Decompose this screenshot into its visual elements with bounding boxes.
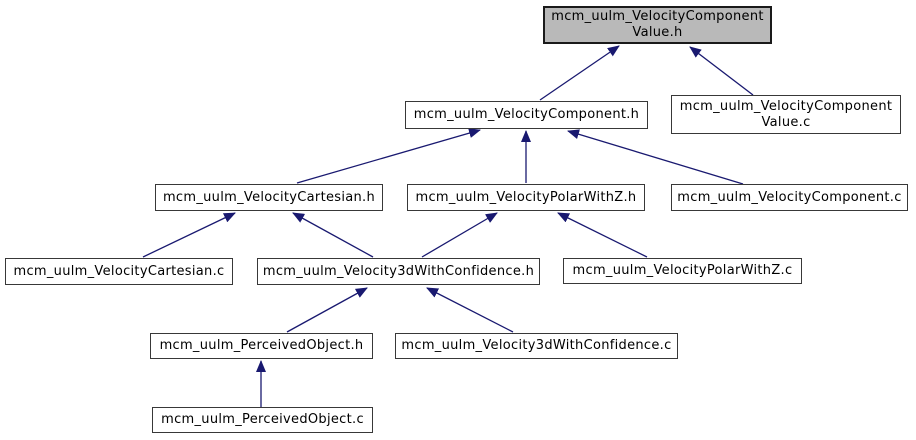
node-label-line: mcm_uulm_Velocity3dWithConfidence.c <box>401 338 672 353</box>
edge-velocitycartesian-h-to-velocitycomponent-h <box>296 128 481 184</box>
node-mcm-uulm-velocitycomponent-c[interactable]: mcm_uulm_VelocityComponent.c <box>671 184 908 211</box>
node-label-line: mcm_uulm_PerceivedObject.h <box>159 338 364 353</box>
edge-velocity3dwithconfidence-c-to-velocity3dwithconfidence-h <box>426 287 514 333</box>
node-label-line: mcm_uulm_VelocityPolarWithZ.c <box>572 263 793 278</box>
node-label-line: Value.h <box>632 25 683 40</box>
edge-velocity3dwithconfidence-h-to-velocitycartesian-h <box>292 212 374 258</box>
node-label-line: mcm_uulm_VelocityCartesian.c <box>13 263 225 279</box>
node-mcm-uulm-perceivedobject-h[interactable]: mcm_uulm_PerceivedObject.h <box>150 333 373 359</box>
edge-perceivedobject-h-to-velocity3dwithconfidence-h <box>286 287 368 333</box>
node-mcm-uulm-velocitycartesian-c[interactable]: mcm_uulm_VelocityCartesian.c <box>5 258 233 285</box>
node-label-line: mcm_uulm_VelocityComponent <box>551 9 764 24</box>
node-mcm-uulm-velocitycomponentvalue-c[interactable]: mcm_uulm_VelocityComponent Value.c <box>671 95 901 134</box>
edge-velocitycomponentvalue-c-to-velocitycomponentvalue-h <box>689 46 754 96</box>
edge-velocitycartesian-c-to-velocitycartesian-h <box>142 212 236 258</box>
node-mcm-uulm-velocitycomponentvalue-h: mcm_uulm_VelocityComponent Value.h <box>543 6 772 44</box>
edge-velocitycomponent-c-to-velocitycomponent-h <box>567 129 744 185</box>
node-mcm-uulm-velocity3dwithconfidence-h[interactable]: mcm_uulm_Velocity3dWithConfidence.h <box>257 258 540 285</box>
node-label-line: mcm_uulm_Velocity3dWithConfidence.h <box>262 263 535 279</box>
node-label-line: mcm_uulm_VelocityPolarWithZ.h <box>415 189 637 205</box>
node-mcm-uulm-velocitycomponent-h[interactable]: mcm_uulm_VelocityComponent.h <box>405 101 648 129</box>
node-mcm-uulm-velocitypolarwithz-c[interactable]: mcm_uulm_VelocityPolarWithZ.c <box>563 258 802 284</box>
node-label-line: mcm_uulm_VelocityComponent.h <box>413 107 640 122</box>
node-mcm-uulm-velocity3dwithconfidence-c[interactable]: mcm_uulm_Velocity3dWithConfidence.c <box>395 333 678 359</box>
node-mcm-uulm-velocitycartesian-h[interactable]: mcm_uulm_VelocityCartesian.h <box>155 184 383 211</box>
node-mcm-uulm-perceivedobject-c[interactable]: mcm_uulm_PerceivedObject.c <box>152 407 373 433</box>
node-label-line: mcm_uulm_VelocityComponent <box>679 98 893 114</box>
node-label-line: mcm_uulm_VelocityCartesian.h <box>162 189 376 205</box>
edge-velocity3dwithconfidence-h-to-velocitypolarwithz-h <box>421 212 498 258</box>
node-label-line: mcm_uulm_VelocityComponent.c <box>677 189 902 205</box>
node-mcm-uulm-velocitypolarwithz-h[interactable]: mcm_uulm_VelocityPolarWithZ.h <box>407 184 645 211</box>
node-label-line: mcm_uulm_PerceivedObject.c <box>161 412 364 427</box>
node-label-line: Value.c <box>761 114 811 130</box>
edge-velocitypolarwithz-c-to-velocitypolarwithz-h <box>557 212 648 258</box>
edge-velocitycomponent-h-to-velocitycomponentvalue-h <box>539 45 620 101</box>
